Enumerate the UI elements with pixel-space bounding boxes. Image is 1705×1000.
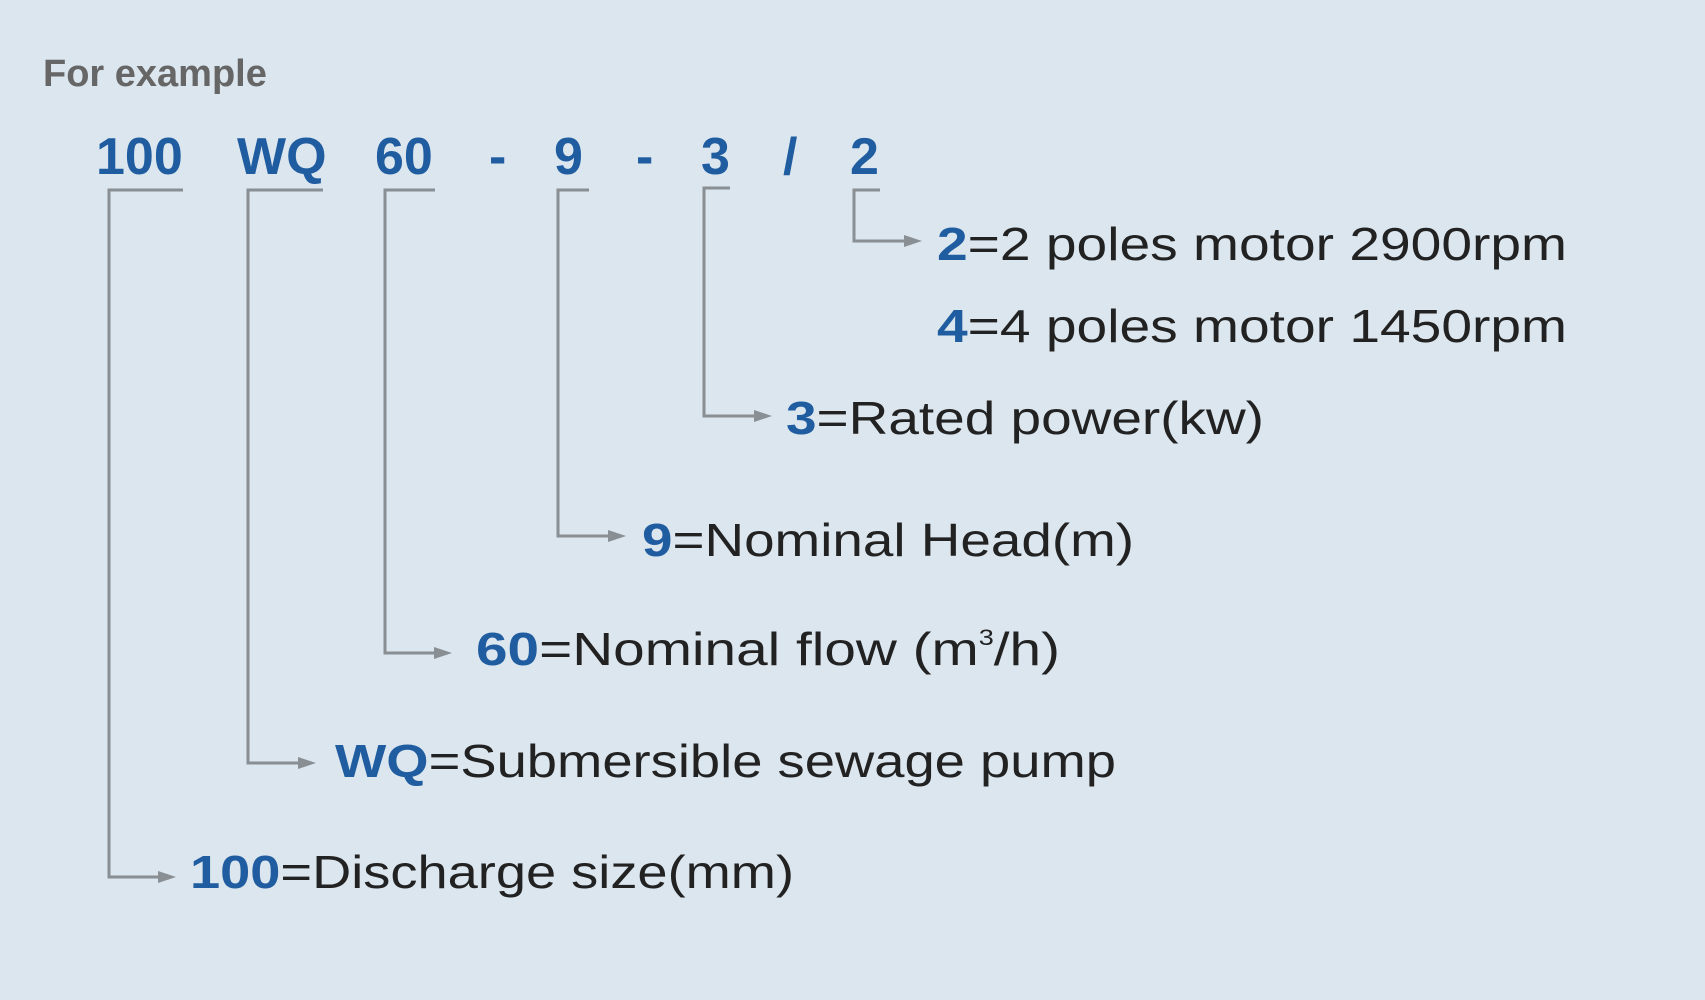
connector-discharge bbox=[107, 188, 183, 879]
legend: 2=2 poles motor 2900rpm 4=4 poles motor … bbox=[190, 218, 1567, 898]
connector-flow bbox=[383, 188, 436, 655]
arrow-icon bbox=[754, 410, 772, 422]
arrow-icon bbox=[904, 235, 922, 247]
connector-lines bbox=[107, 186, 922, 883]
code-separator: - bbox=[489, 128, 506, 186]
model-code: 100 WQ 60 - 9 - 3 / 2 bbox=[96, 128, 879, 186]
code-part-power: 3 bbox=[701, 128, 730, 186]
arrow-icon bbox=[434, 647, 452, 659]
label-power: 3=Rated power(kw) bbox=[786, 392, 1264, 444]
connector-type bbox=[246, 188, 323, 765]
code-separator: / bbox=[783, 128, 797, 186]
code-separator: - bbox=[636, 128, 653, 186]
label-2-poles: 2=2 poles motor 2900rpm bbox=[937, 218, 1567, 270]
code-part-flow: 60 bbox=[375, 128, 433, 186]
code-part-poles: 2 bbox=[850, 128, 879, 186]
label-type: WQ=Submersible sewage pump bbox=[335, 735, 1116, 787]
arrow-icon bbox=[298, 757, 316, 769]
label-discharge: 100=Discharge size(mm) bbox=[190, 846, 794, 898]
connector-power bbox=[702, 186, 756, 418]
arrow-icon bbox=[158, 871, 176, 883]
label-head: 9=Nominal Head(m) bbox=[642, 514, 1134, 566]
code-part-head: 9 bbox=[554, 128, 583, 186]
title: For example bbox=[43, 53, 267, 95]
connector-poles bbox=[852, 188, 906, 243]
code-part-discharge: 100 bbox=[96, 128, 183, 186]
label-4-poles: 4=4 poles motor 1450rpm bbox=[937, 300, 1567, 352]
code-part-type: WQ bbox=[237, 128, 327, 186]
arrow-icon bbox=[608, 530, 626, 542]
connector-head bbox=[556, 188, 610, 538]
